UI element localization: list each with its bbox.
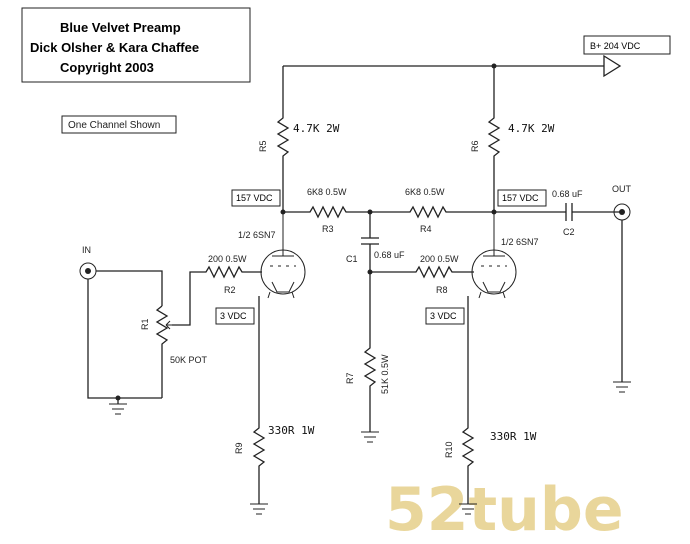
in-label: IN xyxy=(82,245,91,255)
plate2-voltage-box xyxy=(497,189,547,207)
r2-ref: R2 xyxy=(224,285,236,295)
resistor-r10 xyxy=(461,408,475,504)
tube-v1 xyxy=(260,212,306,299)
plate2-voltage: 157 VDC xyxy=(502,193,539,203)
r3-ref: R3 xyxy=(322,224,334,234)
cathode2-voltage-box xyxy=(425,307,465,325)
capacitor-c1 xyxy=(361,212,379,272)
r5-value: 4.7K 2W xyxy=(293,122,340,135)
r3-value: 6K8 0.5W xyxy=(307,187,347,197)
in-ground-loop-wire xyxy=(87,279,162,399)
c2-ref: C2 xyxy=(563,227,575,237)
cathode1-voltage-box xyxy=(215,307,255,325)
watermark: 52tube xyxy=(385,475,624,544)
r10-ref: R10 xyxy=(444,441,454,458)
r9-value: 330R 1W xyxy=(268,424,315,437)
r2-value: 200 0.5W xyxy=(208,254,247,264)
r8-value: 200 0.5W xyxy=(420,254,459,264)
capacitor-c2 xyxy=(560,203,622,221)
ground-r7-icon xyxy=(361,431,379,443)
resistor-r9 xyxy=(252,404,266,504)
ground-in-icon xyxy=(109,403,127,415)
tube-v1-label: 1/2 6SN7 xyxy=(238,230,276,240)
resistor-r2 xyxy=(172,265,262,326)
note-label: One Channel Shown xyxy=(68,120,160,131)
r5-ref: R5 xyxy=(258,140,268,152)
title-box xyxy=(21,7,251,83)
plate1-voltage: 157 VDC xyxy=(236,193,273,203)
pot-wiper-icon xyxy=(165,320,172,330)
ground-r10-icon xyxy=(459,503,477,515)
supply-box xyxy=(583,35,671,55)
supply-label: B+ 204 VDC xyxy=(590,41,641,51)
resistor-r7 xyxy=(363,272,377,432)
cathode2-voltage: 3 VDC xyxy=(430,311,457,321)
r8-ref: R8 xyxy=(436,285,448,295)
plate1-voltage-box xyxy=(231,189,281,207)
r1-value: 50K POT xyxy=(170,355,208,365)
c2-value: 0.68 uF xyxy=(552,189,583,199)
title-line-1: Blue Velvet Preamp xyxy=(60,20,181,35)
note-box xyxy=(61,115,177,134)
in-to-pot-wire xyxy=(96,270,163,306)
title-line-2: Dick Olsher & Kara Chaffee xyxy=(30,40,199,55)
cathode1-voltage: 3 VDC xyxy=(220,311,247,321)
out-label: OUT xyxy=(612,184,632,194)
plate-node-wire xyxy=(283,205,560,219)
ground-out-icon xyxy=(613,381,631,393)
r10-value: 330R 1W xyxy=(490,430,537,443)
r1-ref: R1 xyxy=(140,318,150,330)
title-line-3: Copyright 2003 xyxy=(60,60,154,75)
tube-v2 xyxy=(471,212,517,299)
resistor-r5 xyxy=(276,66,290,212)
r4-ref: R4 xyxy=(420,224,432,234)
r4-value: 6K8 0.5W xyxy=(405,187,445,197)
c1-ref: C1 xyxy=(346,254,358,264)
resistor-r6 xyxy=(487,66,501,212)
bplus-arrow-icon xyxy=(603,54,622,78)
potentiometer-r1 xyxy=(155,305,169,398)
r6-ref: R6 xyxy=(470,140,480,152)
c1-value: 0.68 uF xyxy=(374,250,405,260)
ground-r9-icon xyxy=(250,503,268,515)
resistor-r8 xyxy=(370,265,474,279)
r7-ref: R7 xyxy=(345,372,355,384)
r7-value: 51K 0.5W xyxy=(380,354,390,394)
tube-v2-label: 1/2 6SN7 xyxy=(501,237,539,247)
r9-ref: R9 xyxy=(234,442,244,454)
r6-value: 4.7K 2W xyxy=(508,122,555,135)
